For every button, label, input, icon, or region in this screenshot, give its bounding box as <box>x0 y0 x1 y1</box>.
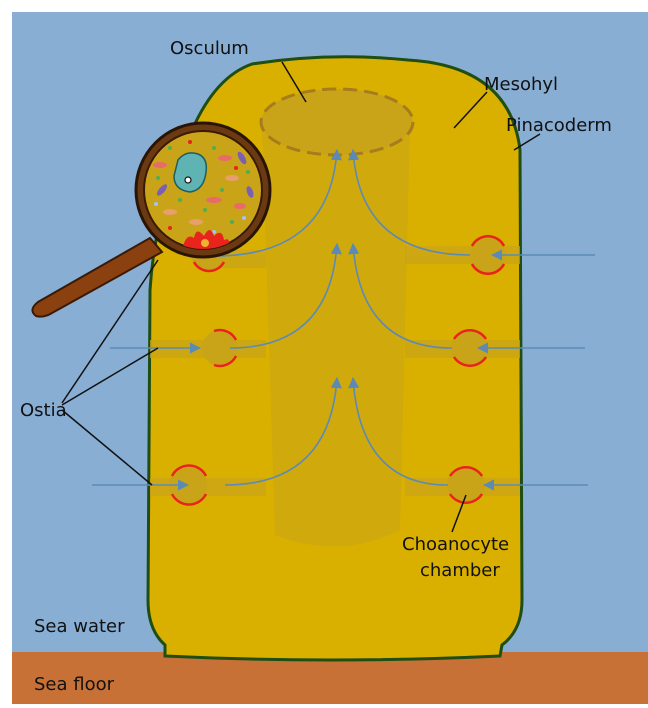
label-choanocyte-line1: Choanocyte <box>402 534 509 555</box>
label-sea-floor: Sea floor <box>34 674 115 695</box>
label-mesohyl: Mesohyl <box>484 74 558 95</box>
label-sea-water: Sea water <box>34 616 125 637</box>
label-ostia: Ostia <box>20 400 67 421</box>
label-choanocyte-line2: chamber <box>420 560 500 581</box>
label-pinacoderm: Pinacoderm <box>506 115 612 136</box>
choanocyte-chamber-right-3 <box>447 466 485 504</box>
spongocoel <box>262 125 410 546</box>
label-osculum: Osculum <box>170 38 249 59</box>
osculum-opening <box>261 89 413 155</box>
